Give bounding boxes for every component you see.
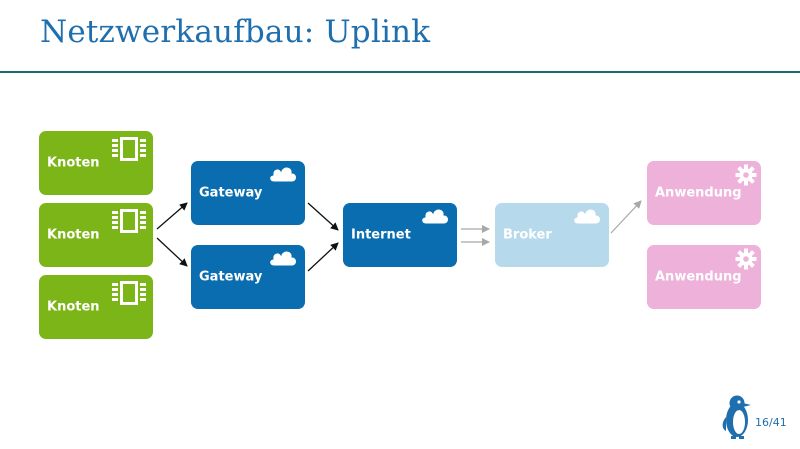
node-gateway-2: Gateway <box>191 245 305 309</box>
cloud-icon <box>573 208 601 225</box>
node-label: Knoten <box>47 227 100 243</box>
chip-icon <box>112 281 146 305</box>
cloud-icon <box>269 250 297 267</box>
arrow-gateway1-internet <box>307 202 339 231</box>
title-divider <box>0 71 800 73</box>
node-broker: Broker <box>495 203 609 267</box>
node-label: Knoten <box>47 155 100 171</box>
cloud-icon <box>421 208 449 225</box>
node-knoten-1: Knoten <box>39 131 153 195</box>
node-label: Anwendung <box>655 269 742 285</box>
penguin-icon <box>722 395 751 439</box>
node-label: Gateway <box>199 269 263 285</box>
node-label: Broker <box>503 227 552 243</box>
node-label: Internet <box>351 227 411 243</box>
node-knoten-3: Knoten <box>39 275 153 339</box>
arrow-knoten-gateway-1 <box>156 202 188 230</box>
arrow-knoten-gateway-2 <box>156 237 188 267</box>
node-anwendung-2: Anwendung <box>647 245 761 309</box>
gear-icon <box>735 164 757 186</box>
chip-icon <box>112 137 146 161</box>
chip-icon <box>112 209 146 233</box>
slide-title: Netzwerkaufbau: Uplink <box>40 14 431 50</box>
node-gateway-1: Gateway <box>191 161 305 225</box>
gear-icon <box>735 248 757 270</box>
node-label: Knoten <box>47 299 100 315</box>
node-label: Gateway <box>199 185 263 201</box>
page-number: 16/41 <box>755 416 787 429</box>
node-label: Anwendung <box>655 185 742 201</box>
node-internet: Internet <box>343 203 457 267</box>
node-anwendung-1: Anwendung <box>647 161 761 225</box>
arrow-gateway2-internet <box>307 242 339 272</box>
cloud-icon <box>269 166 297 183</box>
arrow-broker-anwendung <box>610 200 642 234</box>
node-knoten-2: Knoten <box>39 203 153 267</box>
